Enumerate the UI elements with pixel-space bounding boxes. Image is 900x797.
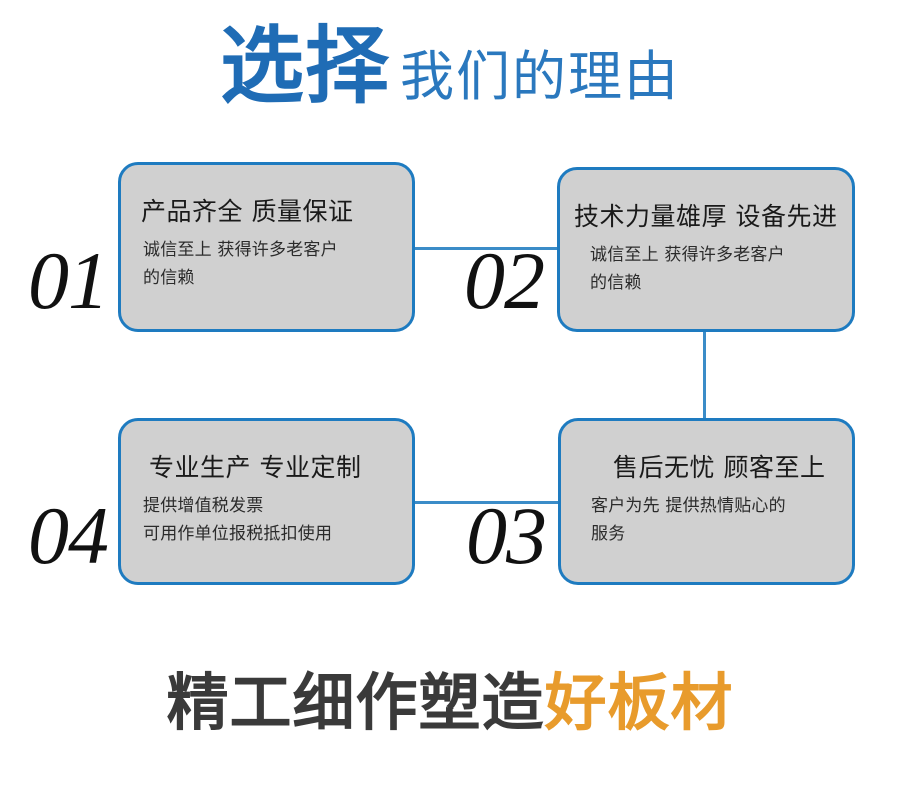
feature-card-body-line: 诚信至上 获得许多老客户 (590, 245, 785, 265)
feature-card-title: 产品齐全 质量保证 (141, 197, 354, 226)
feature-card-02[interactable]: 技术力量雄厚 设备先进 诚信至上 获得许多老客户 的信赖 (557, 167, 855, 332)
connector-card01-card02 (413, 247, 559, 250)
feature-card-body-line: 可用作单位报税抵扣使用 (143, 523, 333, 544)
feature-card-body: 诚信至上 获得许多老客户 的信赖 (590, 242, 852, 297)
page-title: 选择我们的理由 (0, 24, 900, 108)
page-title-light: 我们的理由 (400, 45, 680, 108)
feature-card-number-02: 02 (464, 235, 545, 326)
feature-card-title: 技术力量雄厚 设备先进 (574, 202, 838, 231)
feature-card-body-line: 服务 (591, 523, 626, 544)
feature-card-number-01: 01 (28, 235, 109, 326)
feature-card-body: 提供增值税发票 可用作单位报税抵扣使用 (143, 493, 411, 548)
feature-card-body-line: 的信赖 (143, 267, 195, 288)
connector-card04-card03 (413, 501, 560, 504)
footer-slogan-accent: 好板材 (544, 666, 734, 739)
feature-card-body-line: 的信赖 (590, 272, 642, 293)
feature-card-01[interactable]: 产品齐全 质量保证 诚信至上 获得许多老客户 的信赖 (118, 162, 415, 332)
page-title-strong: 选择 (219, 17, 390, 115)
feature-card-body-line: 诚信至上 获得许多老客户 (143, 240, 338, 260)
footer-slogan-dark: 精工细作塑造 (166, 666, 545, 739)
feature-card-body-line: 提供增值税发票 (143, 496, 264, 516)
feature-card-title: 售后无忧 顾客至上 (613, 453, 826, 482)
feature-card-number-03: 03 (466, 490, 547, 581)
feature-card-number-04: 04 (28, 490, 109, 581)
footer-slogan: 精工细作塑造好板材 (0, 672, 900, 734)
connector-card02-card03 (703, 330, 706, 420)
feature-card-03[interactable]: 售后无忧 顾客至上 客户为先 提供热情贴心的 服务 (558, 418, 855, 585)
feature-card-title: 专业生产 专业定制 (149, 453, 362, 482)
feature-card-04[interactable]: 专业生产 专业定制 提供增值税发票 可用作单位报税抵扣使用 (118, 418, 415, 585)
feature-card-body: 客户为先 提供热情贴心的 服务 (591, 493, 856, 548)
feature-card-body-line: 客户为先 提供热情贴心的 (591, 496, 786, 516)
feature-card-body: 诚信至上 获得许多老客户 的信赖 (143, 237, 401, 292)
